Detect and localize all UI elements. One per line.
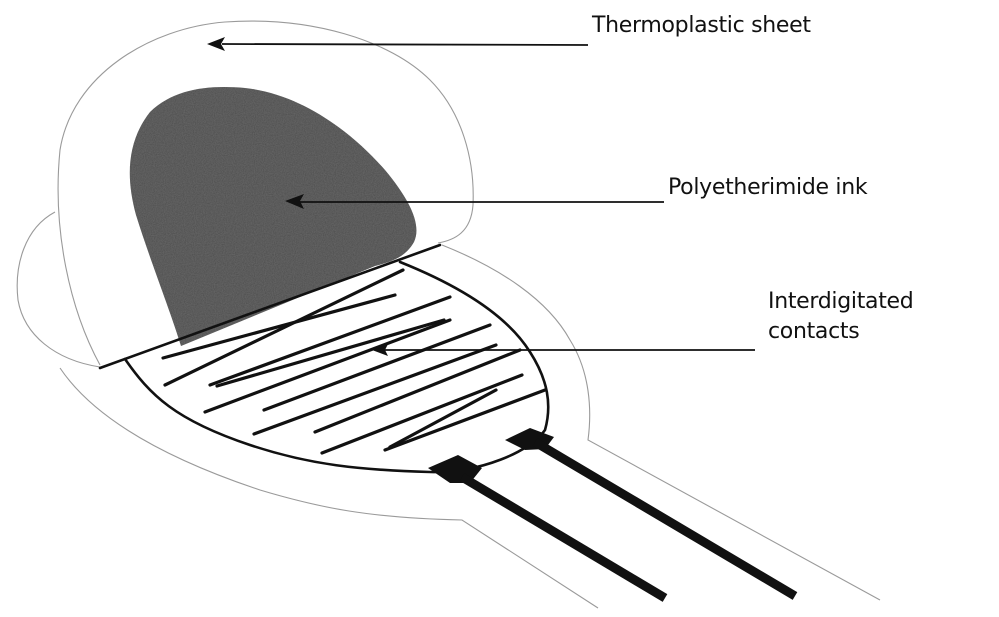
ink-contact-boundary <box>98 243 442 370</box>
thermoplastic-sheet-lower-outline <box>59 367 599 609</box>
thermoplastic-sheet-upper-outline <box>57 20 474 366</box>
electrode-leads <box>428 428 798 602</box>
callout-thermoplastic <box>207 37 589 51</box>
callout-contacts <box>372 344 755 356</box>
label-contacts: contacts <box>768 319 860 344</box>
interdigitated-contacts <box>161 268 547 455</box>
label-thermoplastic-sheet: Thermoplastic sheet <box>592 13 811 38</box>
thermoplastic-sheet-right-outline <box>441 244 881 601</box>
label-polyetherimide-ink: Polyetherimide ink <box>668 175 868 200</box>
label-interdigitated: Interdigitated <box>768 289 914 314</box>
polyetherimide-ink-region <box>129 87 417 346</box>
lead-pad-left <box>428 455 482 483</box>
callout-ink <box>285 194 664 209</box>
thermoplastic-sheet-left-lobe <box>16 211 101 368</box>
